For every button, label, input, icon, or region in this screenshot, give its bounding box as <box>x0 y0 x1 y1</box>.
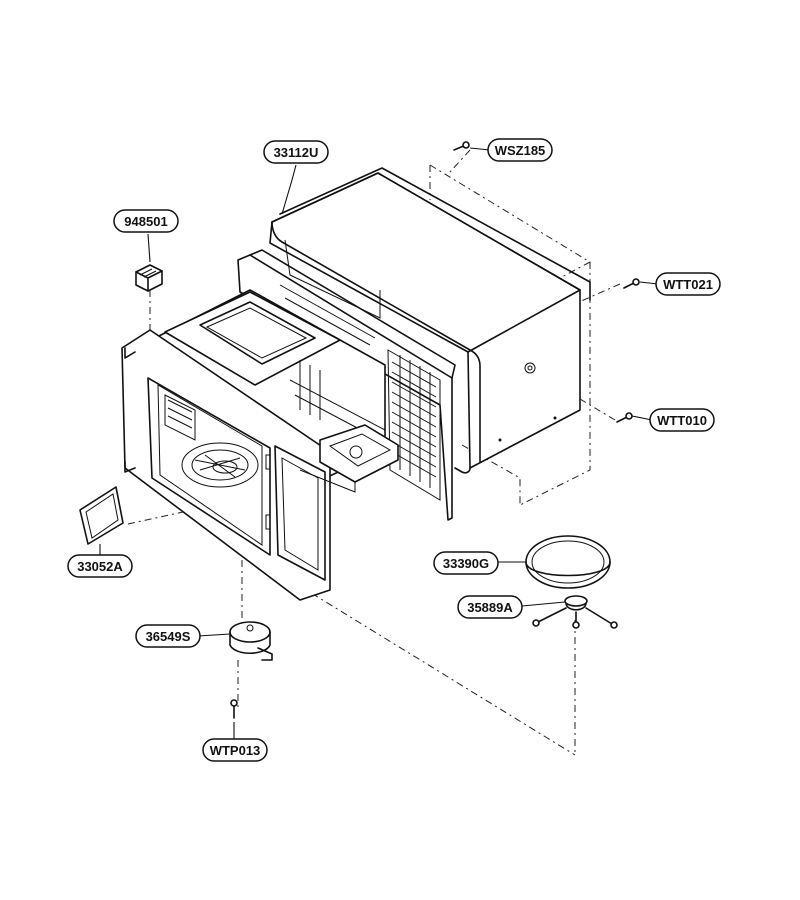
leader-lines <box>99 147 659 740</box>
label-35889a: 35889A <box>457 595 523 619</box>
part-wsz185-screw <box>453 141 470 151</box>
part-33390g-glass-tray <box>525 535 611 589</box>
part-wtp013-screw <box>230 699 238 719</box>
part-35889a-roller-ring <box>532 595 618 629</box>
label-wsz185: WSZ185 <box>487 138 553 162</box>
part-wtt010-screw <box>616 412 633 423</box>
part-33052a-cover <box>79 486 124 545</box>
label-36549s-text: 36549S <box>146 629 191 644</box>
control-tray <box>299 424 399 493</box>
label-948501-text: 948501 <box>124 214 167 229</box>
label-wsz185-text: WSZ185 <box>495 143 546 158</box>
label-35889a-text: 35889A <box>467 600 513 615</box>
part-36549s-motor <box>229 621 273 661</box>
label-33112u-text: 33112U <box>274 145 319 160</box>
label-33052a-text: 33052A <box>77 559 123 574</box>
label-33112u: 33112U <box>263 140 329 164</box>
label-33390g-text: 33390G <box>443 556 489 571</box>
part-948501-block <box>135 264 163 292</box>
part-wtt021-screw <box>623 278 640 289</box>
label-33052a: 33052A <box>67 554 133 578</box>
label-33390g: 33390G <box>433 551 499 575</box>
label-wtt021-text: WTT021 <box>663 277 713 292</box>
label-wtt010: WTT010 <box>649 408 715 432</box>
label-wtp013: WTP013 <box>202 738 268 762</box>
front-frame <box>121 329 331 601</box>
label-wtp013-text: WTP013 <box>210 743 261 758</box>
label-948501: 948501 <box>113 209 179 233</box>
label-wtt021: WTT021 <box>655 272 721 296</box>
label-wtt010-text: WTT010 <box>657 413 707 428</box>
outer-cabinet <box>269 167 591 474</box>
label-36549s: 36549S <box>135 624 201 648</box>
